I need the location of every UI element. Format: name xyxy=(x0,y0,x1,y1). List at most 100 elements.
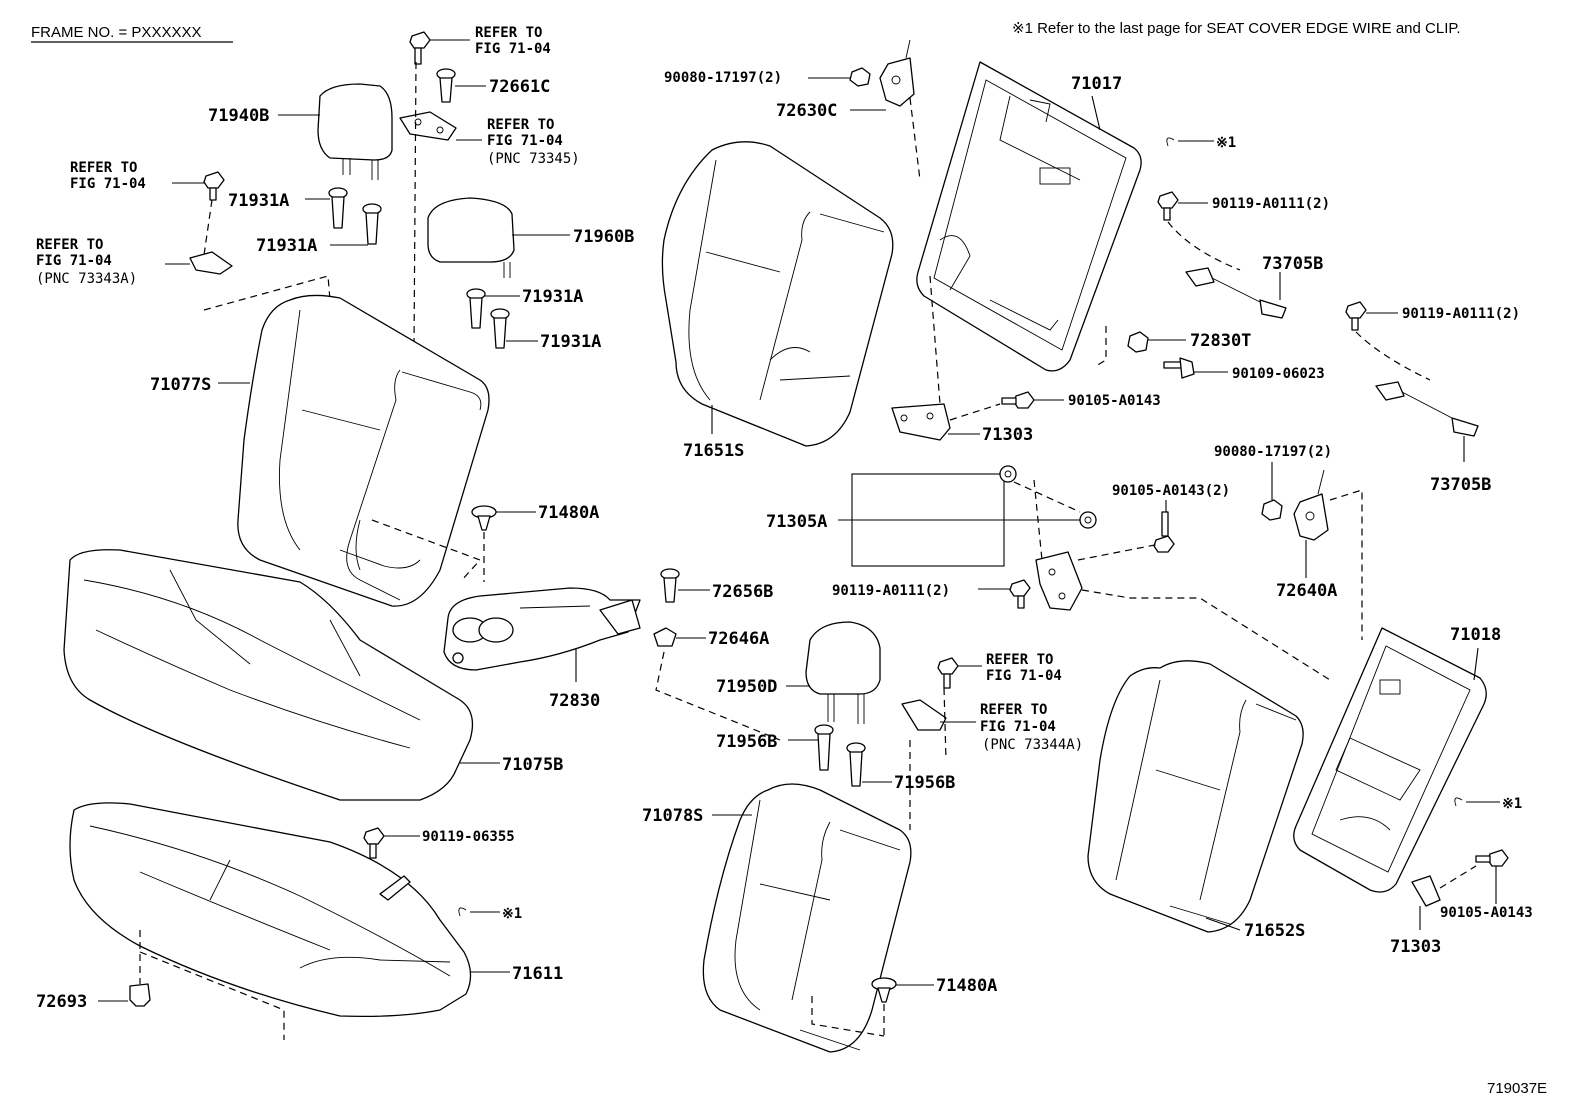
label-71303[interactable]: 71303 xyxy=(1390,937,1441,957)
refer-fig: FIG 71-04 xyxy=(980,719,1056,735)
part-71651S-seatback-cover[interactable] xyxy=(661,141,894,447)
label-71931A[interactable]: 71931A xyxy=(256,236,317,256)
label-71956B[interactable]: 71956B xyxy=(894,773,955,793)
label-73705B[interactable]: 73705B xyxy=(1262,254,1323,274)
part-72693-clip[interactable] xyxy=(129,983,151,1007)
label-71652S[interactable]: 71652S xyxy=(1244,921,1305,941)
plate-73343A[interactable] xyxy=(189,251,233,275)
part-71017-seatback-frame[interactable] xyxy=(916,61,1142,372)
label-90080-17197[interactable]: 90080-17197(2) xyxy=(1214,444,1332,460)
note-ref: ※1 xyxy=(502,906,522,922)
part-71956B-guide-1[interactable] xyxy=(814,724,834,771)
bolt-90119-A0111-3[interactable] xyxy=(1009,579,1031,609)
part-71077S-seatback-cover[interactable] xyxy=(237,294,490,607)
label-71950D[interactable]: 71950D xyxy=(716,677,777,697)
part-73705B-strap-2[interactable] xyxy=(1375,381,1479,437)
label-90105-A0143[interactable]: 90105-A0143 xyxy=(1068,393,1161,409)
part-71480A-clip-1[interactable] xyxy=(471,505,497,531)
label-71931A[interactable]: 71931A xyxy=(522,287,583,307)
label-71018[interactable]: 71018 xyxy=(1450,625,1501,645)
note-ref: ※1 xyxy=(1216,135,1236,151)
label-90119-A0111[interactable]: 90119-A0111(2) xyxy=(1402,306,1520,322)
bolt-center[interactable] xyxy=(937,657,959,689)
label-71017[interactable]: 71017 xyxy=(1071,74,1122,94)
label-72830[interactable]: 72830 xyxy=(549,691,600,711)
part-71652S-seatback-cover[interactable] xyxy=(1087,660,1304,933)
label-90109-06023[interactable]: 90109-06023 xyxy=(1232,366,1325,382)
part-71305A-bushing-2[interactable] xyxy=(1079,511,1097,529)
label-72630C[interactable]: 72630C xyxy=(776,101,837,121)
label-71480A[interactable]: 71480A xyxy=(936,976,997,996)
part-71960B-headrest[interactable] xyxy=(427,197,515,278)
part-72830T-nut[interactable] xyxy=(1127,331,1149,353)
label-71075B[interactable]: 71075B xyxy=(502,755,563,775)
bracket-73345[interactable] xyxy=(399,111,457,141)
part-71611-cushion-cover[interactable] xyxy=(69,802,472,1018)
refer-text: REFER TO xyxy=(487,117,554,133)
part-71303-bracket-1[interactable] xyxy=(891,403,951,441)
part-71931A-guide-1[interactable] xyxy=(328,187,348,229)
label-90080-17197[interactable]: 90080-17197(2) xyxy=(664,70,782,86)
bolt-upper-left[interactable] xyxy=(409,31,431,65)
part-71018-seatback-frame[interactable] xyxy=(1293,627,1487,893)
bolt-90119-A0111-2[interactable] xyxy=(1345,301,1367,331)
part-72646A-clip[interactable] xyxy=(653,627,677,647)
label-71651S[interactable]: 71651S xyxy=(683,441,744,461)
part-72640A-hinge[interactable] xyxy=(1293,469,1329,541)
part-72830-armrest[interactable] xyxy=(443,587,641,671)
nut-90080-17197-1[interactable] xyxy=(849,67,871,87)
refer-pnc: (PNC 73344A) xyxy=(982,737,1083,753)
part-71480A-clip-2[interactable] xyxy=(871,977,897,1003)
bolt-90105-A0143-2[interactable] xyxy=(1153,511,1175,553)
part-72656B-pin[interactable] xyxy=(660,568,680,603)
bolt-90109-06023[interactable] xyxy=(1163,357,1195,379)
part-71940B-headrest[interactable] xyxy=(317,83,393,180)
label-72661C[interactable]: 72661C xyxy=(489,77,550,97)
label-90105-A0143[interactable]: 90105-A0143 xyxy=(1440,905,1533,921)
part-71956B-guide-2[interactable] xyxy=(846,742,866,787)
label-71940B[interactable]: 71940B xyxy=(208,106,269,126)
part-71303-bracket-2[interactable] xyxy=(1411,875,1441,907)
label-71078S[interactable]: 71078S xyxy=(642,806,703,826)
hinge-bracket-center[interactable] xyxy=(1035,551,1083,611)
label-71480A[interactable]: 71480A xyxy=(538,503,599,523)
bolt-90105-A0143-3[interactable] xyxy=(1475,849,1509,867)
part-71950D-headrest[interactable] xyxy=(805,621,881,724)
label-71956B[interactable]: 71956B xyxy=(716,732,777,752)
label-90105-A0143[interactable]: 90105-A0143(2) xyxy=(1112,483,1230,499)
label-90119-A0111[interactable]: 90119-A0111(2) xyxy=(832,583,950,599)
label-71303[interactable]: 71303 xyxy=(982,425,1033,445)
part-71305A-bushing-1[interactable] xyxy=(999,465,1017,483)
label-90119-A0111[interactable]: 90119-A0111(2) xyxy=(1212,196,1330,212)
figure-id: 719037E xyxy=(1487,1080,1547,1097)
part-71078S-seatback-cover[interactable] xyxy=(702,783,912,1053)
part-71931A-guide-4[interactable] xyxy=(490,308,510,349)
bolt-90119-06355[interactable] xyxy=(363,827,411,901)
label-71931A[interactable]: 71931A xyxy=(228,191,289,211)
label-71611[interactable]: 71611 xyxy=(512,964,563,984)
label-71931A[interactable]: 71931A xyxy=(540,332,601,352)
bolt-left[interactable] xyxy=(203,171,225,201)
part-71075B-cushion-pad[interactable] xyxy=(63,549,474,801)
label-72640A[interactable]: 72640A xyxy=(1276,581,1337,601)
part-72630C-hinge[interactable] xyxy=(879,39,915,107)
nut-90080-17197-2[interactable] xyxy=(1261,499,1283,521)
label-72656B[interactable]: 72656B xyxy=(712,582,773,602)
part-73705B-strap-1[interactable] xyxy=(1185,267,1287,319)
label-72830T[interactable]: 72830T xyxy=(1190,331,1251,351)
bolt-90119-A0111-1[interactable] xyxy=(1157,191,1179,221)
label-71305A[interactable]: 71305A xyxy=(766,512,827,532)
label-72646A[interactable]: 72646A xyxy=(708,629,769,649)
label-72693[interactable]: 72693 xyxy=(36,992,87,1012)
part-72661C-pin[interactable] xyxy=(436,68,456,103)
refer-fig: FIG 71-04 xyxy=(70,176,146,192)
label-71077S[interactable]: 71077S xyxy=(150,375,211,395)
label-71960B[interactable]: 71960B xyxy=(573,227,634,247)
part-71931A-guide-3[interactable] xyxy=(466,288,486,329)
bolt-90105-A0143-1[interactable] xyxy=(1001,391,1035,409)
label-73705B[interactable]: 73705B xyxy=(1430,475,1491,495)
bracket-73344A[interactable] xyxy=(901,699,947,731)
part-71931A-guide-2[interactable] xyxy=(362,203,382,245)
note-ref: ※1 xyxy=(1502,796,1522,812)
label-90119-06355[interactable]: 90119-06355 xyxy=(422,829,515,845)
